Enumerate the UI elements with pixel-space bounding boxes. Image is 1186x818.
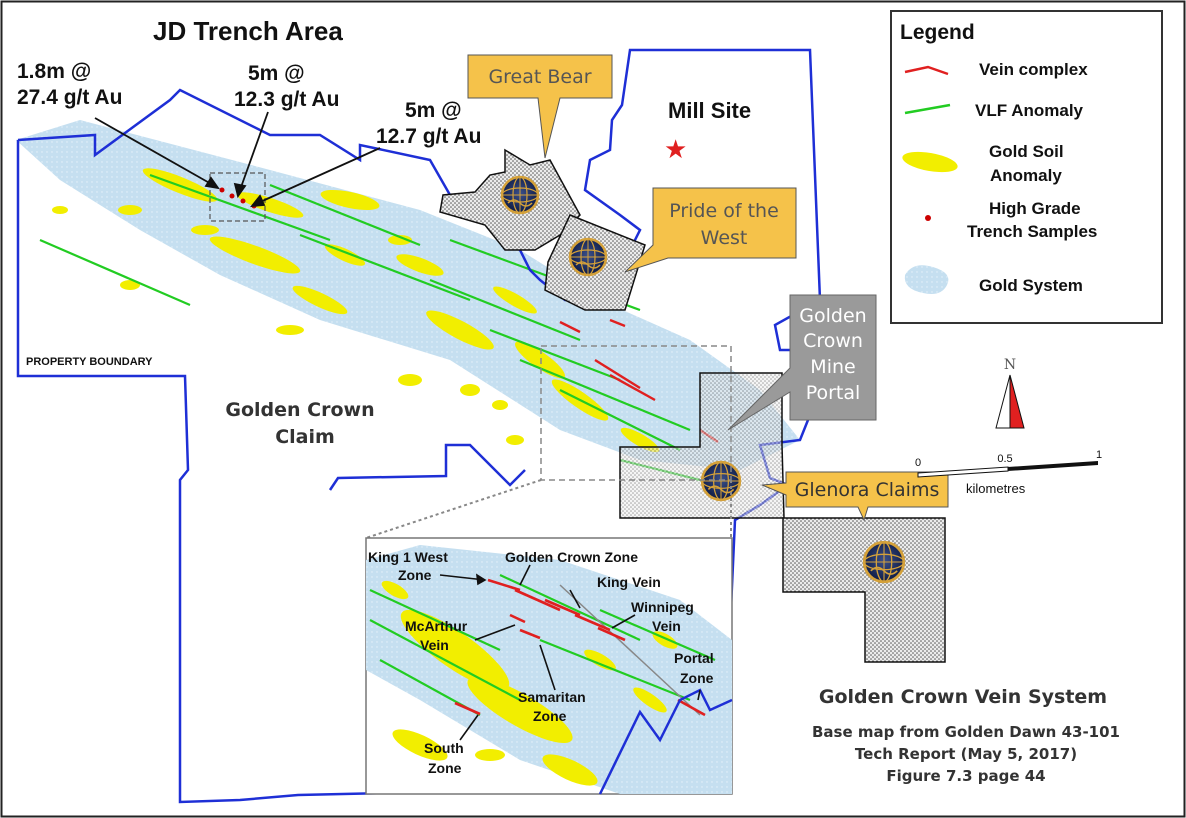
bea-logo-glenora bbox=[862, 540, 906, 584]
inset-label-south: South bbox=[424, 740, 464, 756]
callout-pride-line2: West bbox=[701, 227, 748, 249]
legend-trench-swatch bbox=[925, 215, 931, 221]
callout-golden-line4: Portal bbox=[806, 382, 861, 404]
scale-tick-0: 0 bbox=[915, 457, 921, 469]
mill-site-label: Mill Site bbox=[668, 98, 751, 123]
legend-system-label: Gold System bbox=[979, 276, 1083, 295]
sample1-depth: 1.8m @ bbox=[17, 60, 91, 83]
callout-glenora: Glenora Claims bbox=[761, 471, 949, 522]
north-letter: N bbox=[1004, 357, 1016, 373]
callout-pride-west: Pride of the West bbox=[624, 187, 797, 273]
legend-vein-label: Vein complex bbox=[979, 60, 1088, 79]
property-boundary-label: PROPERTY BOUNDARY bbox=[26, 356, 153, 368]
inset-label-mcarthur-vein: Vein bbox=[420, 637, 449, 653]
bea-logo-great-bear bbox=[500, 175, 540, 215]
sample-arrows bbox=[94, 111, 381, 208]
scale-unit: kilometres bbox=[966, 481, 1026, 496]
inset-label-winnipeg: Winnipeg bbox=[631, 599, 694, 615]
inset-label-king1: King 1 West bbox=[368, 549, 448, 565]
caption-line2: Tech Report (May 5, 2017) bbox=[855, 745, 1077, 763]
inset-label-samaritan: Samaritan bbox=[518, 689, 586, 705]
inset-label-mcarthur: McArthur bbox=[405, 618, 468, 634]
legend-soil-swatch bbox=[902, 151, 958, 173]
scale-bar: 0 0.5 1 kilometres bbox=[915, 449, 1102, 496]
caption-line3: Figure 7.3 page 44 bbox=[886, 767, 1045, 785]
inset-label-golden-crown-zone: Golden Crown Zone bbox=[505, 549, 638, 565]
vlf-anomaly-lines bbox=[39, 173, 721, 487]
inset-label-king1-zone: Zone bbox=[398, 567, 432, 583]
sample3-depth: 5m @ bbox=[405, 99, 462, 122]
callout-great-bear-text: Great Bear bbox=[488, 66, 591, 88]
callout-golden-line3: Mine bbox=[810, 356, 855, 378]
sample3-grade: 12.7 g/t Au bbox=[376, 125, 481, 148]
claim-label-line2: Claim bbox=[275, 426, 335, 448]
property-boundary-inner bbox=[328, 443, 526, 491]
legend-vein-swatch bbox=[904, 65, 949, 76]
inset-label-portal-zone: Zone bbox=[680, 670, 714, 686]
legend-vlf-label: VLF Anomaly bbox=[975, 101, 1084, 120]
gold-system-zone bbox=[16, 120, 800, 470]
inset-label-king-vein: King Vein bbox=[597, 574, 661, 590]
callout-golden-line2: Crown bbox=[803, 330, 863, 352]
legend-heading: Legend bbox=[900, 21, 975, 44]
inset-label-portal: Portal bbox=[674, 650, 714, 666]
bea-logo-pride-west bbox=[568, 237, 608, 277]
callout-great-bear: Great Bear bbox=[467, 54, 613, 159]
sample1-grade: 27.4 g/t Au bbox=[17, 86, 122, 109]
claim-label-line1: Golden Crown bbox=[225, 399, 374, 421]
legend-trench-label2: Trench Samples bbox=[967, 222, 1097, 241]
callout-golden-crown-portal: Golden Crown Mine Portal bbox=[727, 294, 877, 431]
glenora-claim-block bbox=[782, 517, 946, 663]
zoom-area-box bbox=[540, 345, 732, 481]
north-arrow-icon: N bbox=[995, 357, 1025, 429]
sample2-grade: 12.3 g/t Au bbox=[234, 88, 339, 111]
map-title: JD Trench Area bbox=[153, 16, 343, 46]
caption-block: Golden Crown Vein System Base map from G… bbox=[812, 686, 1120, 785]
inset-label-winnipeg-vein: Vein bbox=[652, 618, 681, 634]
scale-tick-05: 0.5 bbox=[997, 453, 1012, 465]
legend-system-swatch bbox=[904, 265, 949, 294]
legend-soil-label1: Gold Soil bbox=[989, 142, 1064, 161]
callout-glenora-text: Glenora Claims bbox=[795, 479, 940, 501]
sample2-depth: 5m @ bbox=[248, 62, 305, 85]
legend-soil-label2: Anomaly bbox=[990, 166, 1062, 185]
legend-trench-label1: High Grade bbox=[989, 199, 1081, 218]
inset-label-samaritan-zone: Zone bbox=[533, 708, 567, 724]
legend-box: Legend Vein complex VLF Anomaly Gold Soi… bbox=[890, 10, 1163, 324]
scale-tick-1: 1 bbox=[1096, 449, 1102, 461]
mill-site-star-icon: ★ bbox=[664, 135, 687, 165]
caption-title: Golden Crown Vein System bbox=[819, 686, 1107, 708]
caption-line1: Base map from Golden Dawn 43-101 bbox=[812, 723, 1120, 741]
callout-golden-line1: Golden bbox=[799, 305, 866, 327]
inset-map: King 1 West Zone Golden Crown Zone King … bbox=[365, 537, 733, 795]
legend-vlf-swatch bbox=[904, 103, 951, 115]
bea-logo-golden-crown bbox=[700, 460, 742, 502]
callout-pride-line1: Pride of the bbox=[669, 200, 779, 222]
zoom-leader-left bbox=[365, 479, 542, 539]
inset-label-south-zone: Zone bbox=[428, 760, 462, 776]
jd-trench-box bbox=[209, 172, 266, 222]
